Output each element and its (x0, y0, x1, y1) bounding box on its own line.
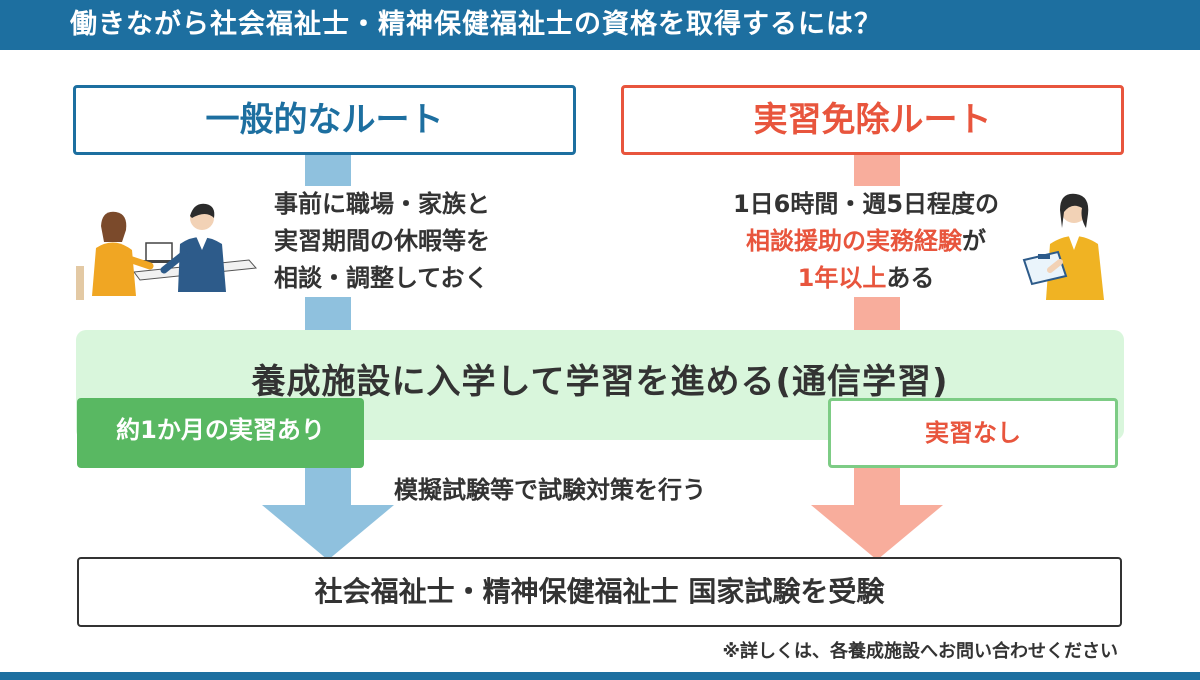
general-route-box: 一般的なルート (73, 85, 576, 155)
practicum-tag: 約1か月の実習あり (77, 398, 364, 468)
desc-text: が (962, 227, 986, 255)
study-band-text: 養成施設に入学して学習を進める(通信学習) (251, 362, 949, 402)
clipboard-worker-icon (1020, 188, 1120, 302)
highlight-text: 相談援助の実務経験 (746, 227, 962, 255)
page-title: 働きながら社会福祉士・精神保健福祉士の資格を取得するには？ (0, 0, 1200, 50)
general-desc-line: 相談・調整しておく (274, 264, 489, 292)
exempt-desc-line: 1年以上ある (690, 260, 1042, 297)
exempt-desc-line: 相談援助の実務経験が (690, 223, 1042, 260)
exempt-route-box: 実習免除ルート (621, 85, 1124, 155)
no-practicum-tag: 実習なし (828, 398, 1118, 468)
footer-bar (0, 672, 1200, 680)
general-desc-line: 事前に職場・家族と (274, 190, 490, 218)
footnote: ※詳しくは、各養成施設へお問い合わせください (722, 641, 1119, 662)
general-route-arrow-head (262, 505, 394, 560)
desc-text: ある (886, 264, 935, 292)
exempt-desc-line: 1日6時間・週5日程度の (732, 190, 1000, 218)
exempt-route-description: 1日6時間・週5日程度の 相談援助の実務経験が 1年以上ある (690, 186, 1042, 297)
mock-exam-step: 模擬試験等で試験対策を行う (394, 476, 706, 504)
general-desc-line: 実習期間の休暇等を (274, 227, 490, 255)
national-exam-box: 社会福祉士・精神保健福祉士 国家試験を受験 (77, 557, 1122, 627)
consultation-people-icon (74, 196, 264, 302)
general-route-description: 事前に職場・家族と 実習期間の休暇等を 相談・調整しておく (270, 186, 494, 297)
exempt-route-arrow-head (811, 505, 943, 560)
highlight-text: 1年以上 (797, 264, 887, 292)
